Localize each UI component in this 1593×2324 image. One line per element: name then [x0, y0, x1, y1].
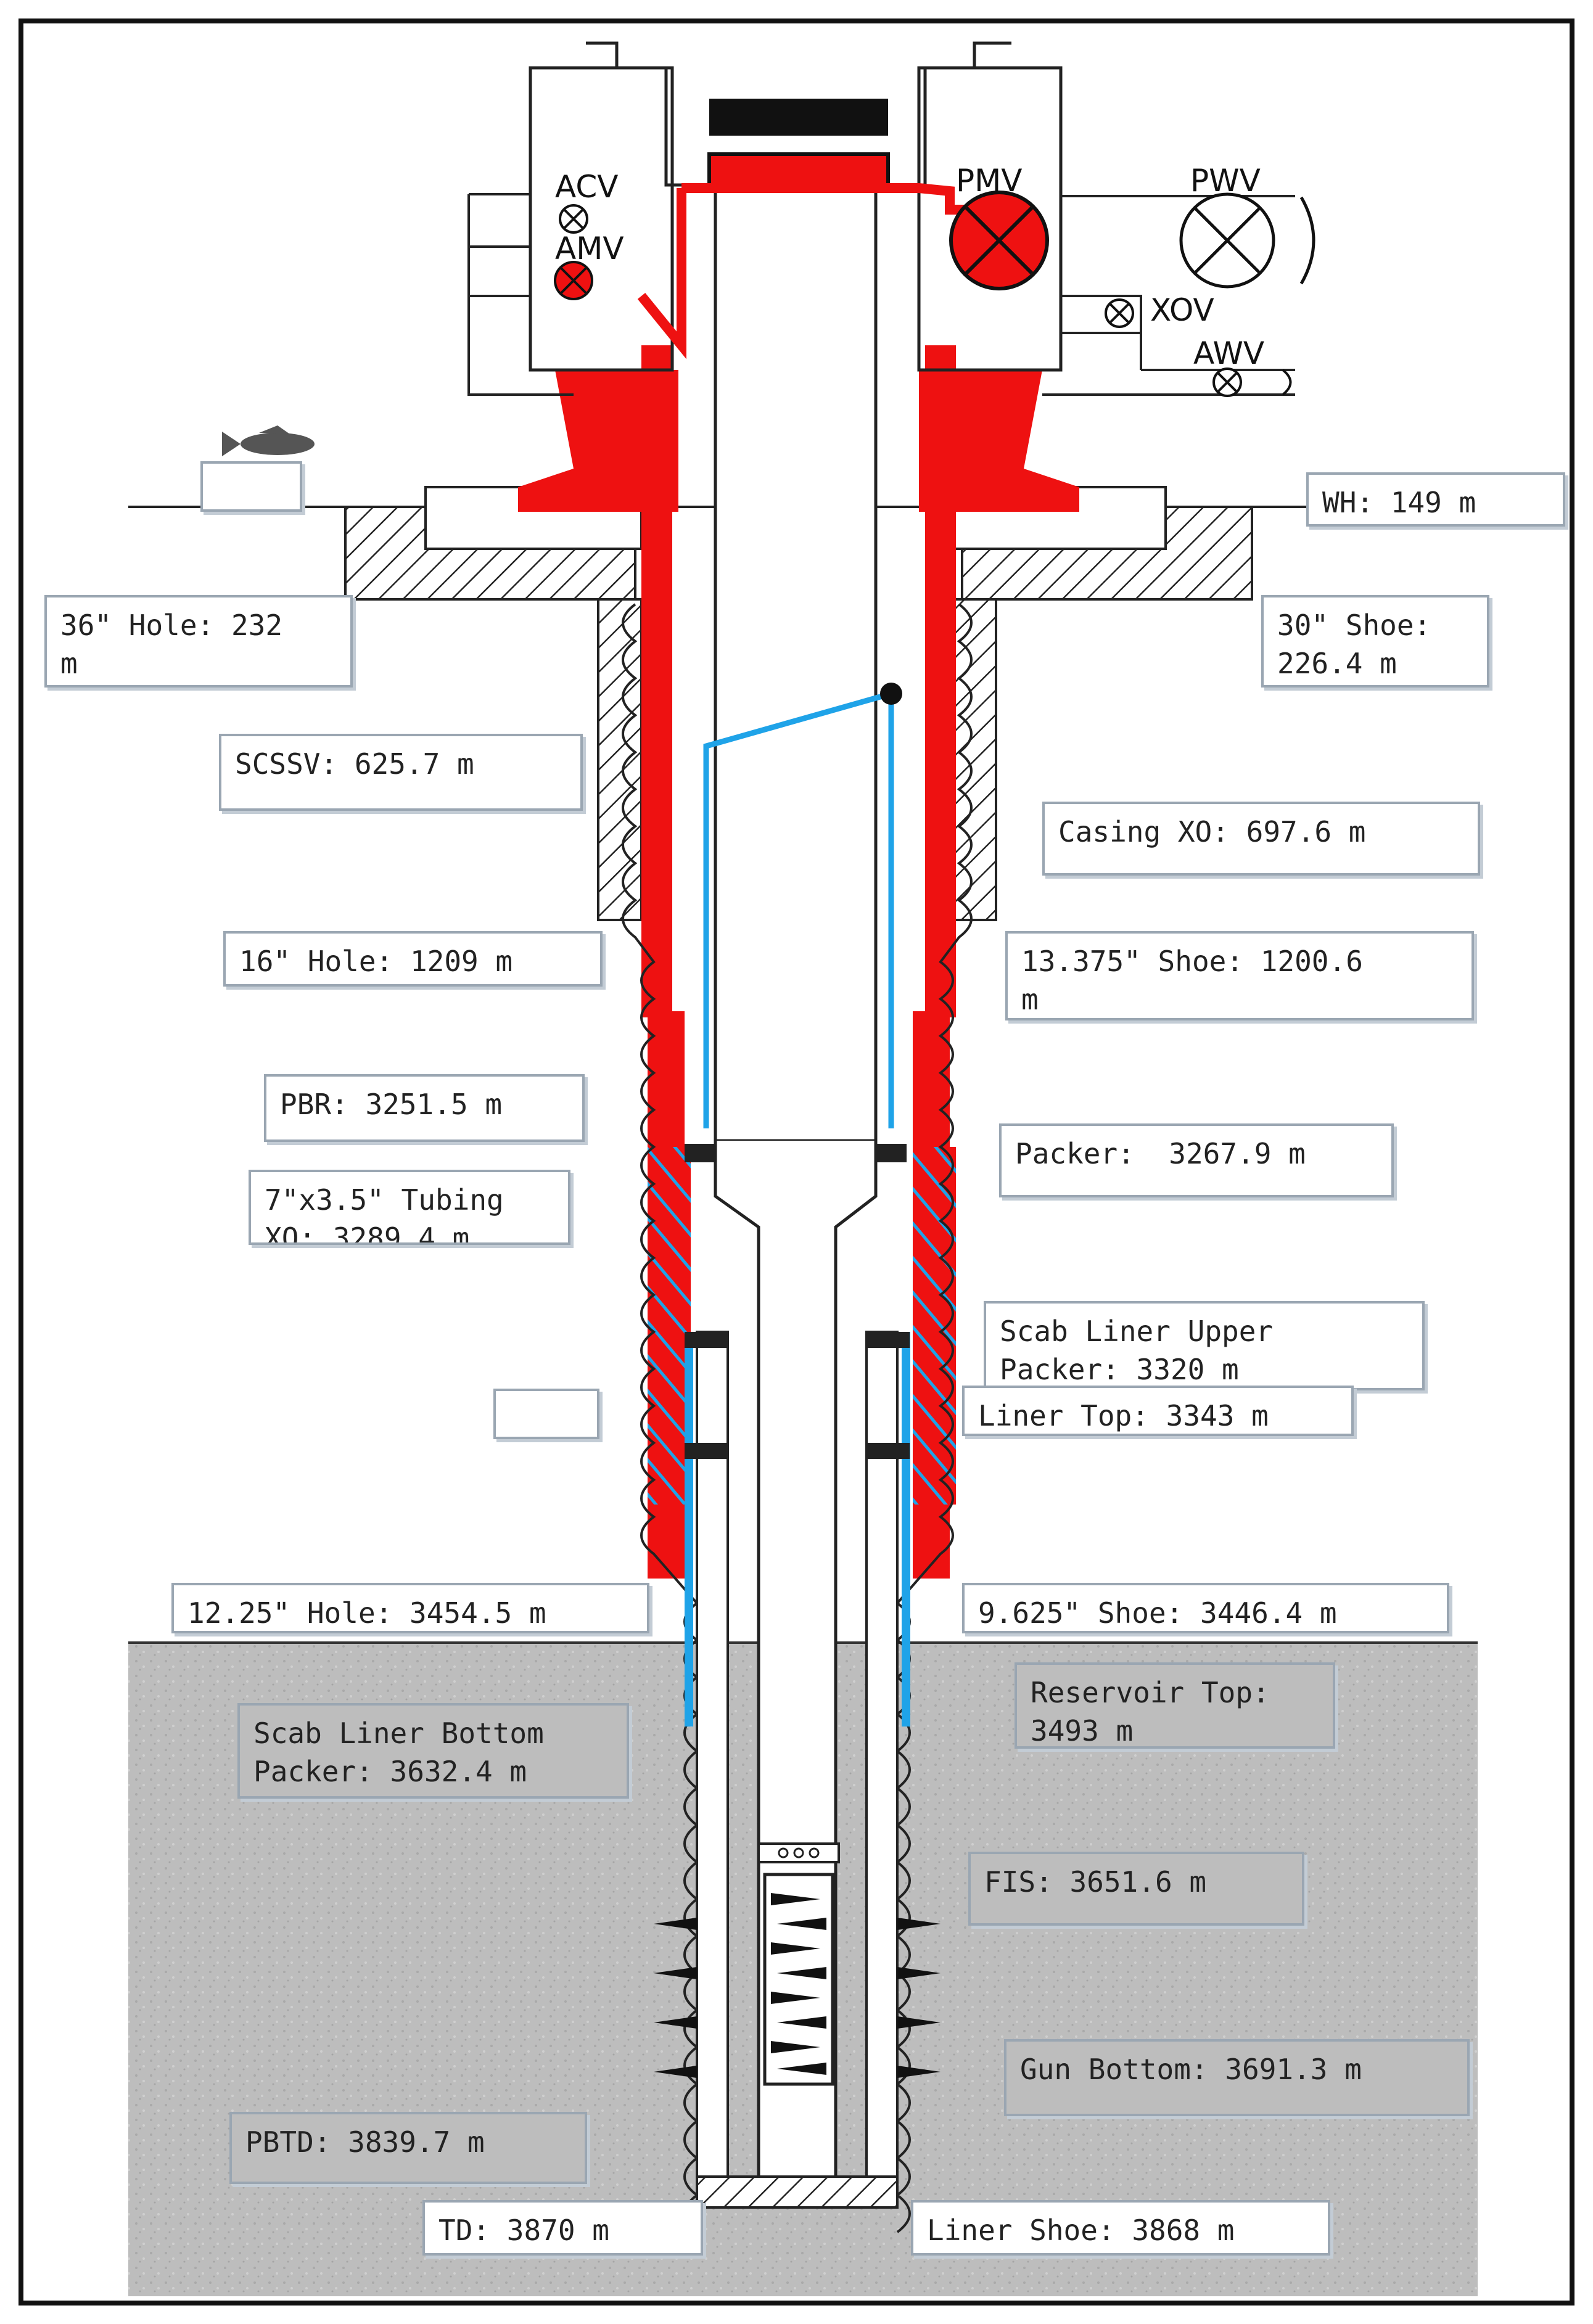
label-tubing-xo: 7"x3.5" Tubing XO: 3289.4 m [249, 1170, 570, 1245]
awv-icon [1212, 367, 1292, 397]
perf-charges [771, 1893, 826, 2075]
label-blank-left [493, 1389, 599, 1439]
label-hole-16: 16" Hole: 1209 m [223, 931, 603, 987]
tree-body-right [917, 66, 1063, 372]
liner-left [696, 1331, 729, 2209]
valve-label-pwv: PWV [1190, 163, 1261, 199]
casing-30-left [597, 598, 643, 921]
liner-right [865, 1331, 899, 2209]
casing-30-right [952, 598, 997, 921]
liner-top-packer-left [685, 1443, 728, 1459]
label-hole-36: 36" Hole: 232 m [44, 595, 353, 688]
label-liner-shoe: Liner Shoe: 3868 m [911, 2200, 1330, 2256]
tubing-upper [714, 183, 878, 1143]
valve-label-awv: AWV [1193, 335, 1264, 371]
perforation-spikes [654, 1918, 941, 2078]
label-scssv: SCSSV: 625.7 m [219, 734, 583, 811]
pwv-icon [1179, 192, 1315, 289]
scssv-node [880, 683, 902, 705]
label-shoe-13: 13.375" Shoe: 1200.6 m [1005, 931, 1474, 1020]
valve-label-acv: ACV [555, 169, 618, 205]
valve-label-pmv: PMV [956, 163, 1023, 199]
fish-icon [222, 425, 315, 456]
packer-left [685, 1144, 715, 1162]
label-blank-seabed [200, 461, 302, 512]
label-casing-xo: Casing XO: 697.6 m [1042, 802, 1480, 876]
label-wh: WH: 149 m [1306, 472, 1565, 527]
control-line [703, 691, 894, 1128]
label-fis: FIS: 3651.6 m [968, 1852, 1304, 1926]
label-pbr: PBR: 3251.5 m [264, 1074, 585, 1142]
scab-upper-packer-right [866, 1332, 910, 1348]
label-shoe-9: 9.625" Shoe: 3446.4 m [962, 1583, 1449, 1633]
tree-gate [709, 99, 888, 136]
liner-top-packer-right [866, 1443, 910, 1459]
xov-icon [1105, 298, 1134, 328]
scab-liner-blue-left [685, 1332, 693, 1727]
label-reservoir-top: Reservoir Top: 3493 m [1015, 1662, 1335, 1749]
label-scab-upper: Scab Liner Upper Packer: 3320 m [984, 1301, 1425, 1390]
hatched-zone-left [648, 1147, 691, 1505]
packer-right [876, 1144, 907, 1162]
label-pbtd: PBTD: 3839.7 m [229, 2112, 587, 2184]
label-liner-top: Liner Top: 3343 m [962, 1386, 1354, 1436]
label-gun-bottom: Gun Bottom: 3691.3 m [1004, 2039, 1470, 2116]
scab-upper-packer-left [685, 1332, 728, 1348]
red-wellhead-right [919, 370, 1079, 512]
flowline [1042, 195, 1295, 396]
liner-shoe-hatch [696, 2175, 899, 2209]
pmv-icon [949, 191, 1049, 290]
label-packer: Packer: 3267.9 m [999, 1123, 1394, 1197]
annulus-piping [467, 193, 574, 396]
label-hole-12: 12.25" Hole: 3454.5 m [171, 1583, 649, 1633]
fis-port-1 [778, 1847, 789, 1858]
scab-liner-blue-right [902, 1332, 910, 1727]
diagram-frame [19, 18, 1574, 2306]
label-shoe-30: 30" Shoe: 226.4 m [1261, 595, 1489, 688]
label-td: TD: 3870 m [422, 2200, 703, 2256]
red-wellhead-left [518, 370, 678, 512]
valve-label-xov: XOV [1150, 292, 1214, 328]
acv-icon [559, 204, 588, 234]
amv-icon [554, 261, 593, 300]
label-scab-bottom: Scab Liner Bottom Packer: 3632.4 m [237, 1703, 629, 1799]
tree-body-left [529, 66, 674, 372]
fis-sub [757, 1842, 840, 1863]
valve-label-amv: AMV [555, 231, 624, 266]
fis-port-3 [809, 1847, 820, 1858]
fis-port-2 [793, 1847, 804, 1858]
